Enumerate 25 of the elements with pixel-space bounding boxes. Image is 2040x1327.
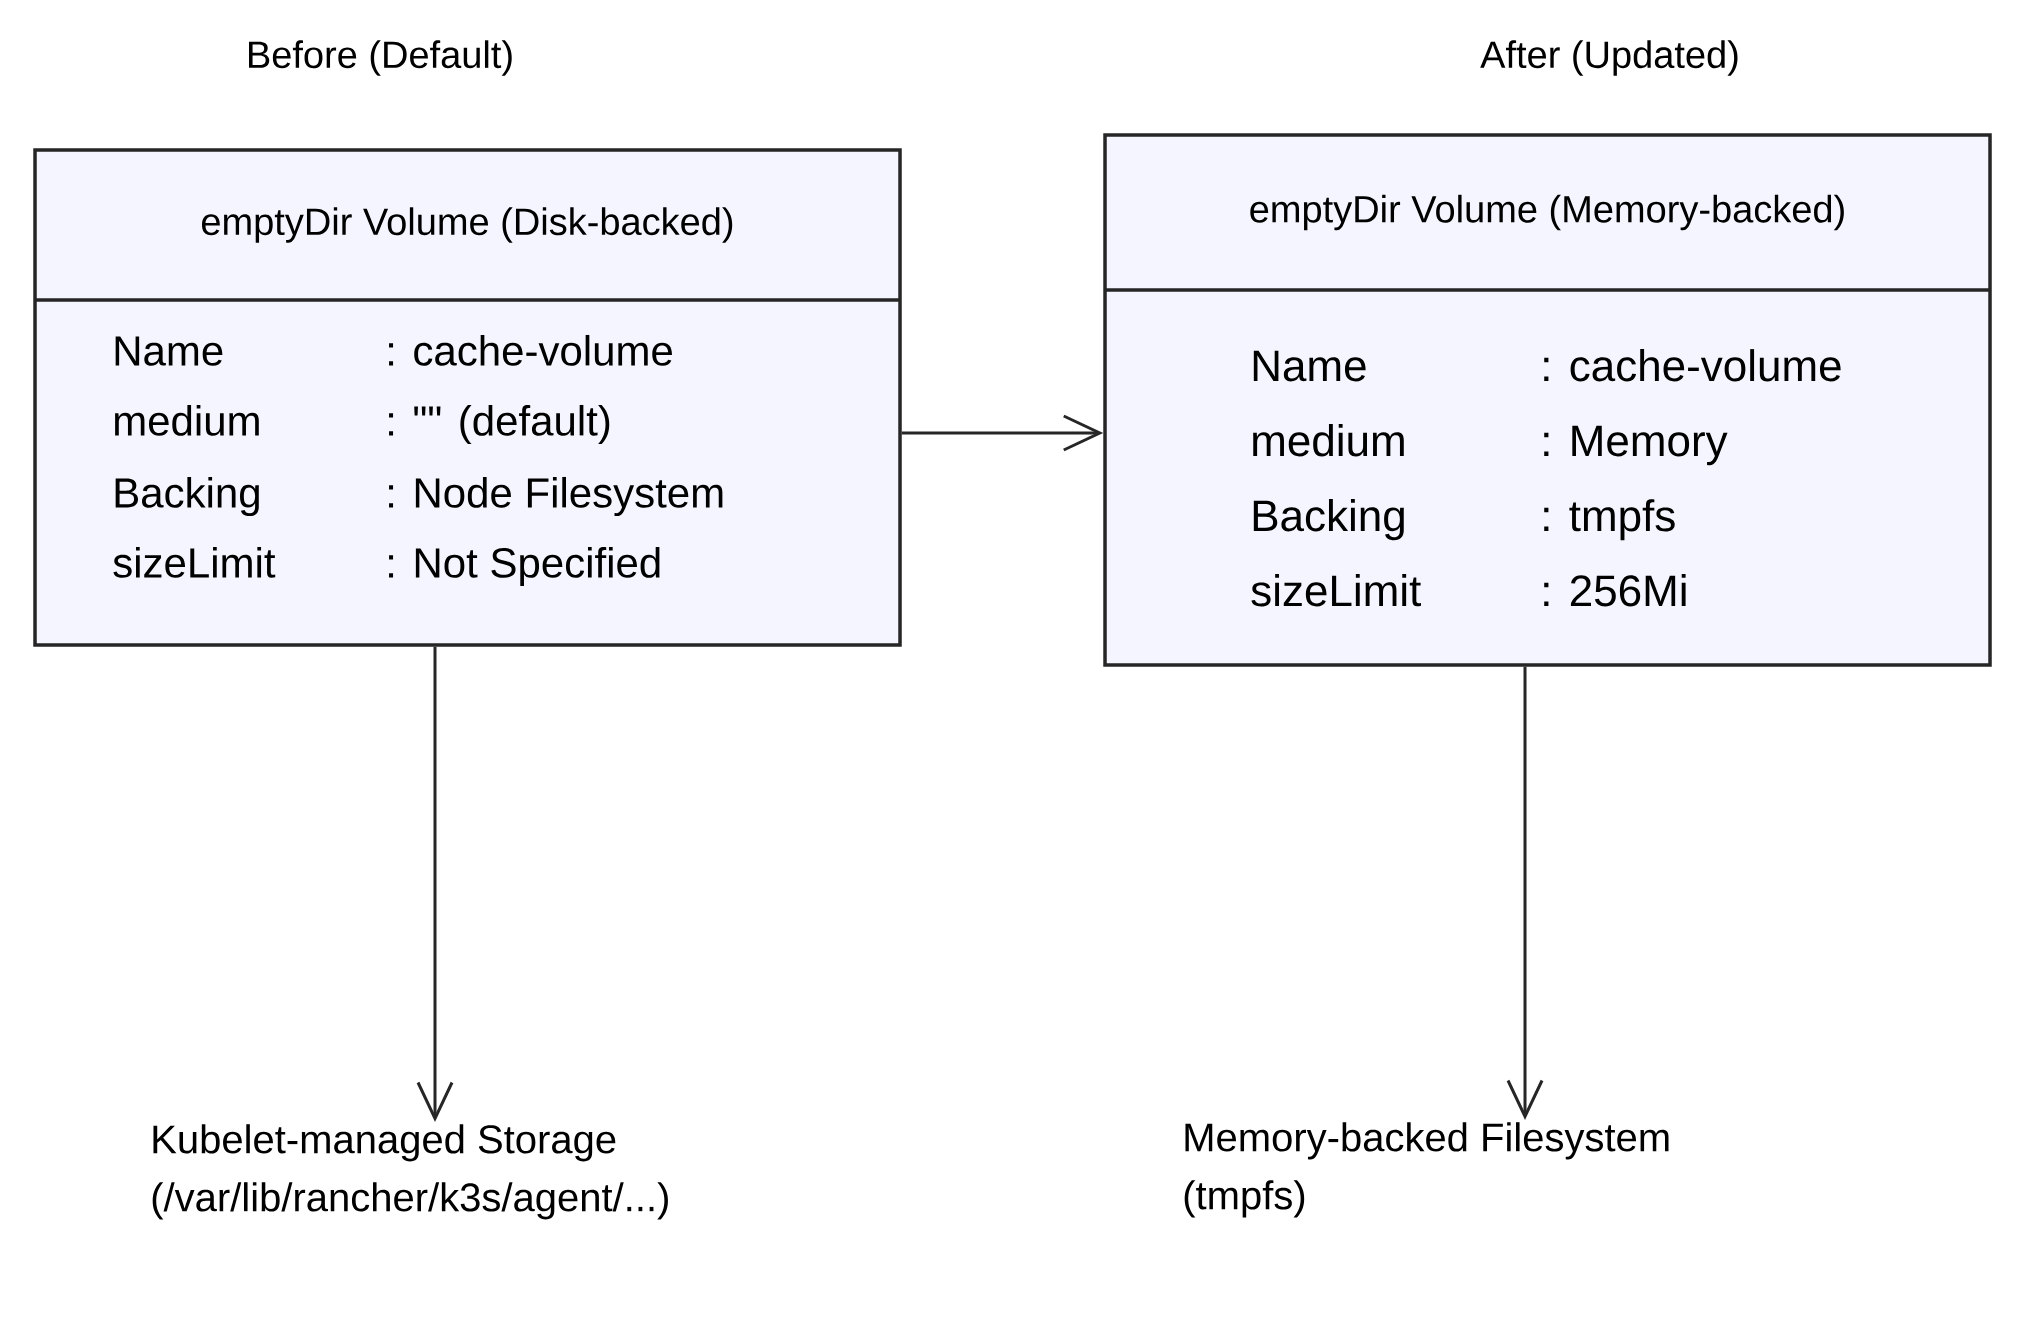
field-value: : Node Filesystem (389, 476, 723, 517)
field-name: sizeLimit (1251, 574, 1421, 607)
field-name: Backing (1253, 499, 1404, 541)
box-title: emptyDir Volume (Disk-backed) (202, 207, 733, 243)
field-value: : tmpfs (1544, 499, 1675, 541)
field-name: Backing (115, 476, 259, 517)
arrow (416, 646, 454, 1122)
field-value: : Memory (1544, 425, 1728, 466)
heading: Before (Default) (249, 40, 512, 76)
field-name: sizeLimit (113, 546, 276, 578)
field-value: : cache-volume (389, 334, 672, 366)
storage-label: Kubelet-managed Storage (/var/lib/rancher/k3s/agent/...) (152, 1124, 668, 1220)
arrow (901, 414, 1104, 452)
field-value: : 256Mi (1544, 574, 1686, 607)
field-value: : cache-volume (1544, 349, 1841, 382)
storage-label: Memory-backed Filesystem (tmpfs) (1184, 1122, 1669, 1218)
box-title: emptyDir Volume (Memory-backed) (1250, 194, 1844, 231)
arrow (1506, 666, 1544, 1120)
field-name: medium (115, 404, 259, 436)
field-value: : Not Specified (389, 546, 660, 587)
field-name: medium (1253, 424, 1404, 457)
field-value: : "" (default) (389, 404, 610, 445)
heading: After (Updated) (1480, 40, 1738, 76)
field-name: Name (1253, 350, 1366, 382)
field-name: Name (115, 336, 223, 366)
